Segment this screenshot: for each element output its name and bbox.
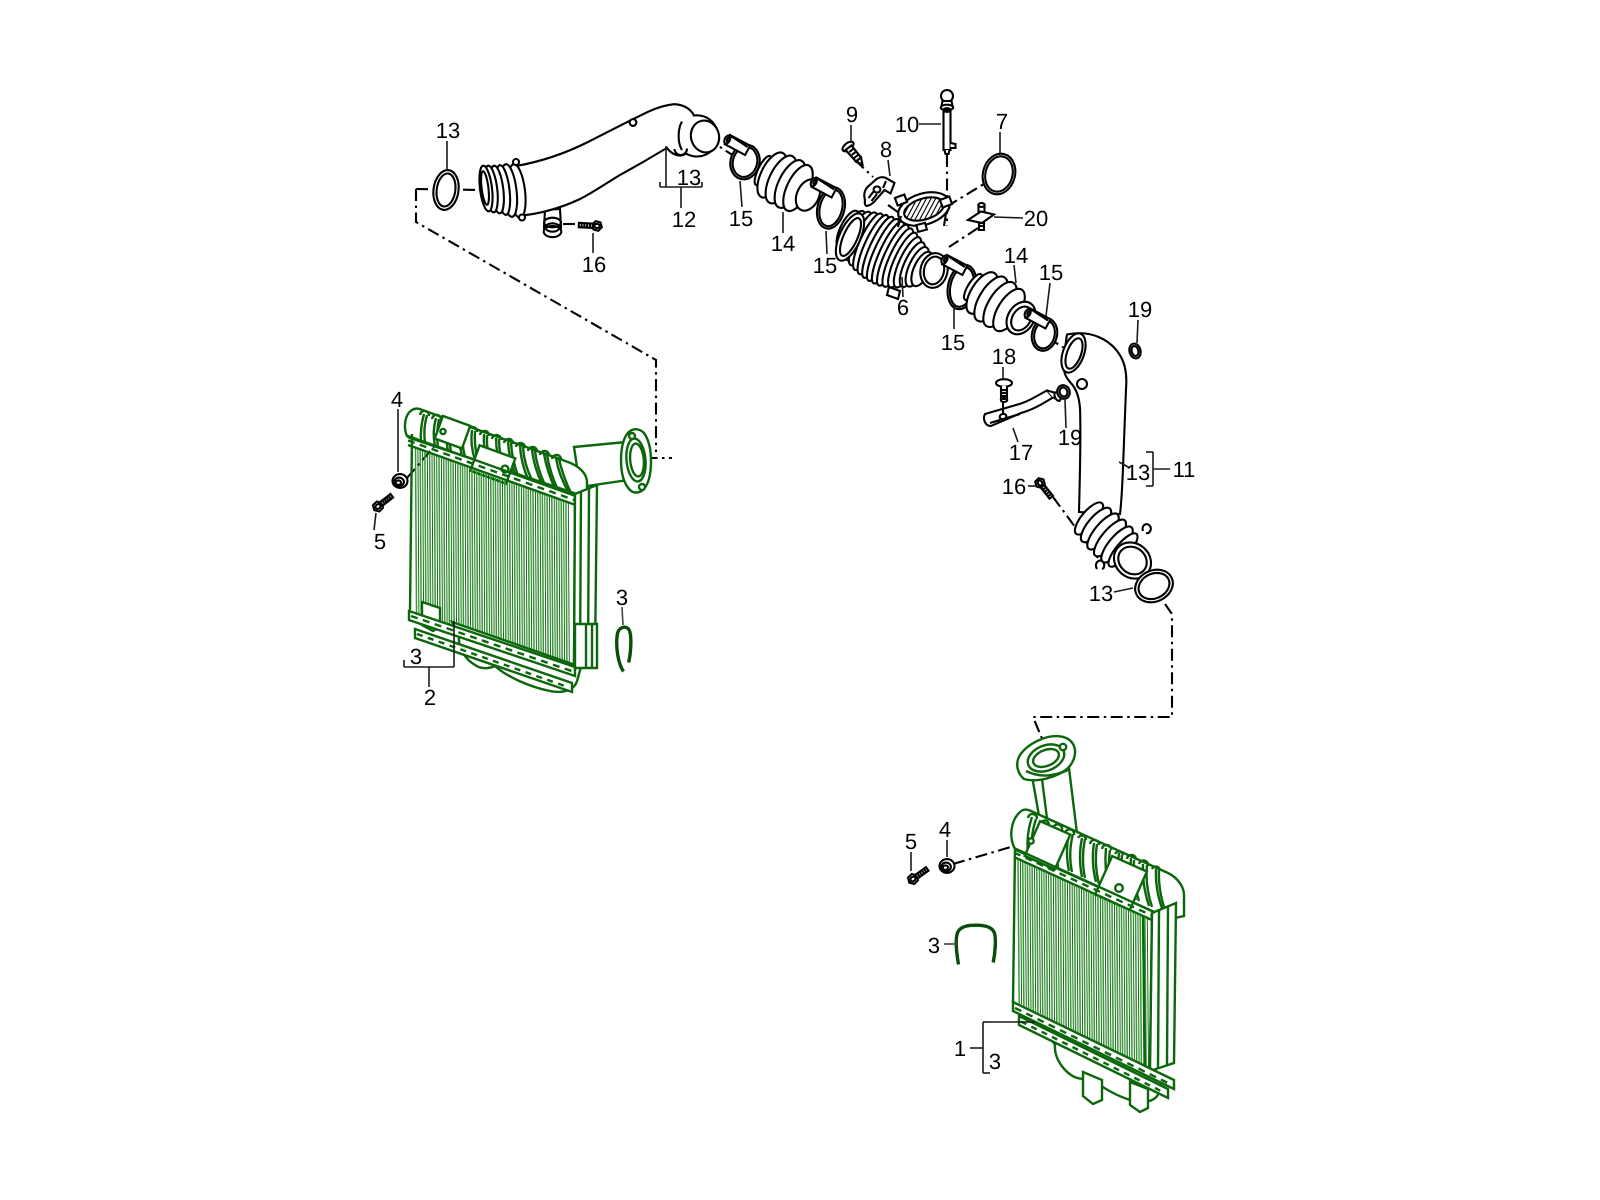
svg-text:1: 1 (954, 1036, 966, 1061)
svg-text:14: 14 (1004, 243, 1028, 268)
svg-text:20: 20 (1024, 206, 1048, 231)
svg-text:12: 12 (672, 207, 696, 232)
svg-text:19: 19 (1128, 297, 1152, 322)
svg-text:15: 15 (729, 206, 753, 231)
svg-text:16: 16 (1002, 474, 1026, 499)
svg-text:18: 18 (992, 344, 1016, 369)
svg-text:6: 6 (897, 295, 909, 320)
svg-text:5: 5 (374, 529, 386, 554)
svg-text:8: 8 (880, 137, 892, 162)
svg-text:10: 10 (895, 112, 919, 137)
svg-text:15: 15 (941, 330, 965, 355)
svg-text:13: 13 (436, 118, 460, 143)
svg-text:13: 13 (1089, 581, 1113, 606)
svg-text:11: 11 (1173, 457, 1196, 482)
svg-text:3: 3 (928, 933, 940, 958)
svg-text:15: 15 (813, 253, 837, 278)
svg-text:16: 16 (582, 252, 606, 277)
svg-text:13: 13 (1126, 460, 1150, 485)
svg-text:9: 9 (846, 102, 858, 127)
svg-text:19: 19 (1058, 425, 1082, 450)
svg-text:4: 4 (939, 817, 951, 842)
svg-text:15: 15 (1039, 260, 1063, 285)
svg-text:3: 3 (989, 1049, 1001, 1074)
svg-text:14: 14 (771, 231, 795, 256)
svg-text:7: 7 (996, 109, 1008, 134)
svg-text:13: 13 (677, 165, 701, 190)
svg-text:3: 3 (410, 644, 422, 669)
svg-text:4: 4 (391, 387, 403, 412)
svg-text:3: 3 (616, 585, 628, 610)
svg-text:17: 17 (1009, 440, 1033, 465)
svg-text:2: 2 (424, 685, 436, 710)
svg-text:5: 5 (905, 829, 917, 854)
